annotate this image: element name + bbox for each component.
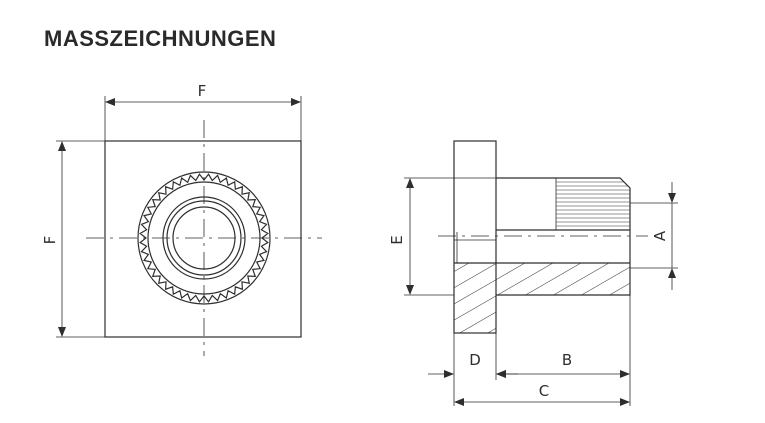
front-view	[56, 96, 322, 356]
label-e: E	[388, 235, 406, 244]
label-f-horizontal: F	[198, 82, 207, 100]
label-c: C	[539, 382, 549, 400]
label-f-vertical: F	[41, 236, 59, 245]
hatch-body-lower	[496, 263, 630, 295]
body-outline	[496, 177, 631, 296]
flange-outline	[453, 140, 497, 334]
knurl-outer-circle	[137, 171, 271, 305]
knurl-side-lines	[556, 181, 630, 227]
square-flange-outline	[104, 140, 302, 338]
label-b: B	[562, 351, 572, 369]
page-title: MASSZEICHNUNGEN	[44, 26, 277, 51]
label-d: D	[469, 351, 481, 369]
side-view	[404, 140, 678, 406]
hatch-flange-lower	[454, 263, 496, 333]
label-a: A	[651, 230, 669, 241]
